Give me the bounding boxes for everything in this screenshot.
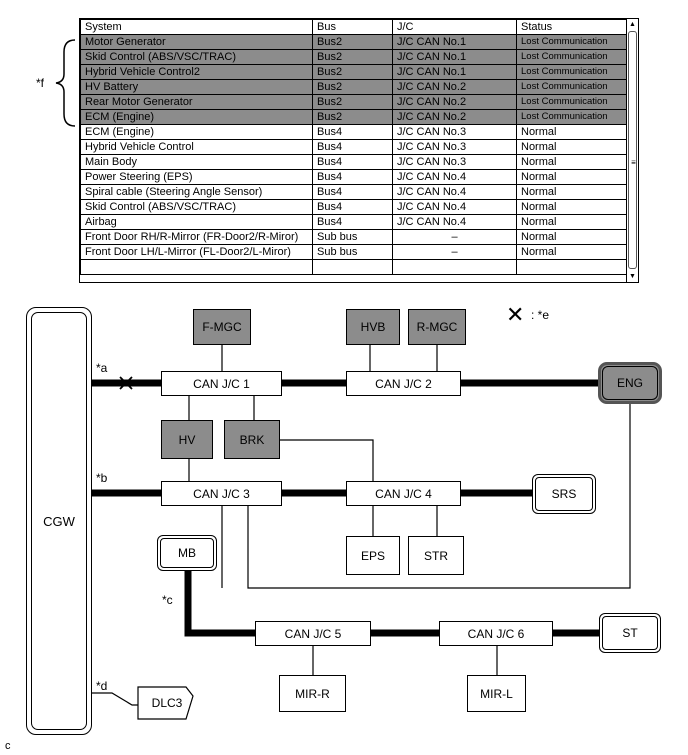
cell-bus: Bus4 (312, 214, 393, 230)
node-rmgc: R-MGC (408, 309, 466, 345)
table-scrollbar[interactable]: ▲ ≡ ▼ (626, 19, 638, 282)
column-header: System (80, 19, 313, 35)
label-a: *a (96, 361, 108, 375)
cell-bus: Sub bus (312, 244, 393, 260)
table-row: Spiral cable (Steering Angle Sensor)Bus4… (80, 184, 628, 200)
cell-system: Front Door RH/R-Mirror (FR-Door2/R-Miror… (80, 229, 313, 245)
dlc3-outline (137, 686, 194, 720)
cell-system: HV Battery (80, 79, 313, 95)
disconnect-x-icon: ✕ (506, 302, 525, 327)
scroll-down-icon[interactable]: ▼ (629, 273, 636, 280)
node-fmgc: F-MGC (193, 309, 251, 345)
node-srs: SRS (532, 474, 596, 514)
node-eps: EPS (346, 536, 400, 575)
cell-bus: Bus2 (312, 109, 393, 125)
cell-jc: J/C CAN No.3 (392, 124, 517, 140)
break-mark-icon (119, 376, 133, 390)
cell-jc: J/C CAN No.4 (392, 184, 517, 200)
cell-bus: Bus4 (312, 139, 393, 155)
cell-status: Lost Communication (516, 94, 628, 110)
cgw-label: CGW (31, 312, 87, 730)
label-c: *c (162, 593, 173, 607)
node-eng: ENG (598, 362, 662, 404)
cell-system: Motor Generator (80, 34, 313, 50)
node-mb: MB (157, 535, 217, 571)
cell-system: Skid Control (ABS/VSC/TRAC) (80, 199, 313, 215)
node-hv: HV (161, 420, 213, 459)
node-str: STR (408, 536, 464, 575)
node-dlc3: DLC3 (151, 696, 183, 710)
table-row: Front Door RH/R-Mirror (FR-Door2/R-Miror… (80, 229, 628, 245)
cell-status: Lost Communication (516, 79, 628, 95)
cell-bus: Bus2 (312, 79, 393, 95)
cell-system: Rear Motor Generator (80, 94, 313, 110)
table-row: Front Door LH/L-Mirror (FL-Door2/L-Miror… (80, 244, 628, 260)
cell-status: Normal (516, 139, 628, 155)
grip-icon: ≡ (631, 158, 636, 167)
node-can-jc-2: CAN J/C 2 (346, 371, 461, 396)
cell-jc: J/C CAN No.4 (392, 214, 517, 230)
cell-status: Lost Communication (516, 34, 628, 50)
table-row (80, 259, 628, 275)
node-can-jc-3: CAN J/C 3 (161, 481, 282, 506)
label-f: *f (36, 76, 45, 90)
footer-mark: c (5, 740, 11, 752)
cell-bus: Bus4 (312, 169, 393, 185)
cell-jc: J/C CAN No.4 (392, 199, 517, 215)
cell-system: Skid Control (ABS/VSC/TRAC) (80, 49, 313, 65)
cell-jc: J/C CAN No.2 (392, 109, 517, 125)
node-mir-r: MIR-R (279, 675, 346, 712)
label-d: *d (96, 679, 108, 693)
scroll-up-icon[interactable]: ▲ (629, 21, 636, 28)
node-can-jc-1: CAN J/C 1 (161, 371, 282, 396)
cell-jc: J/C CAN No.1 (392, 34, 517, 50)
node-can-jc-5: CAN J/C 5 (255, 621, 371, 646)
cell-bus: Bus2 (312, 34, 393, 50)
node-st: ST (599, 613, 661, 653)
node-mir-l: MIR-L (467, 675, 526, 712)
cell-jc: J/C CAN No.2 (392, 79, 517, 95)
cgw-module: CGW (26, 307, 92, 735)
cell-status: Normal (516, 154, 628, 170)
label-b: *b (96, 471, 108, 485)
legend-e: : *e (531, 308, 550, 322)
node-can-jc-4: CAN J/C 4 (346, 481, 461, 506)
node-can-jc-6: CAN J/C 6 (439, 621, 553, 646)
cell-jc: J/C CAN No.4 (392, 169, 517, 185)
node-brk: BRK (224, 420, 280, 459)
cell-jc: J/C CAN No.1 (392, 49, 517, 65)
node-hvb: HVB (346, 309, 400, 345)
scroll-thumb[interactable]: ≡ (628, 31, 637, 269)
cell-system: ECM (Engine) (80, 109, 313, 125)
cell-system: ECM (Engine) (80, 124, 313, 140)
cell-status: Normal (516, 244, 628, 260)
